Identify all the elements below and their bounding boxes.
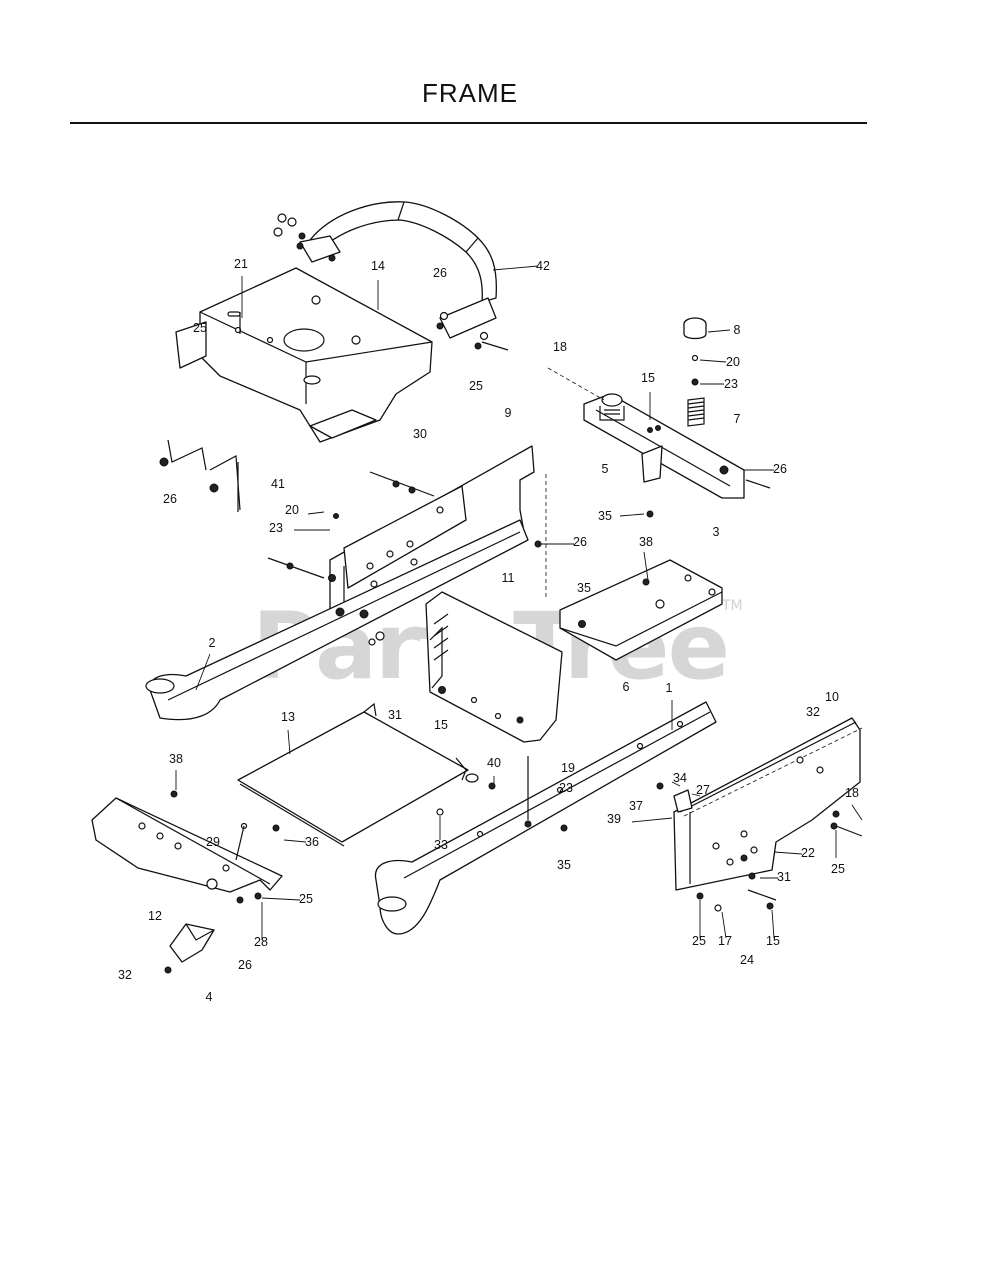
callout-38: 38 [169, 752, 183, 766]
callout-5: 5 [602, 462, 609, 476]
callout-29: 29 [206, 835, 220, 849]
part-seat-plate [175, 267, 433, 443]
callout-13: 13 [281, 710, 295, 724]
callout-8: 8 [734, 323, 741, 337]
callout-26: 26 [573, 535, 587, 549]
part-front-left-bracket [91, 790, 283, 974]
page-title: FRAME [422, 78, 518, 108]
callout-32: 32 [118, 968, 132, 982]
callout-17: 17 [718, 934, 732, 948]
callout-15: 15 [766, 934, 780, 948]
callout-42: 42 [536, 259, 550, 273]
callout-22: 22 [801, 846, 815, 860]
callout-14: 14 [371, 259, 385, 273]
part-link-rods [159, 439, 241, 512]
callout-2: 2 [209, 636, 216, 650]
part-right-side-plate [656, 717, 863, 912]
callout-20: 20 [726, 355, 740, 369]
callout-35: 35 [598, 509, 612, 523]
callout-25: 25 [692, 934, 706, 948]
callout-24: 24 [740, 953, 754, 967]
callout-25: 25 [469, 379, 483, 393]
callout-26: 26 [238, 958, 252, 972]
callout-35: 35 [577, 581, 591, 595]
callout-26: 26 [773, 462, 787, 476]
callout-1: 1 [666, 681, 673, 695]
callout-11: 11 [502, 571, 515, 585]
callout-23: 23 [559, 781, 573, 795]
part-left-frame-rail [145, 519, 529, 721]
callout-36: 36 [305, 835, 319, 849]
callout-19: 19 [561, 761, 575, 775]
callout-23: 23 [269, 521, 283, 535]
callout-9: 9 [505, 406, 512, 420]
callout-20: 20 [285, 503, 299, 517]
part-center-bracket [425, 559, 723, 743]
callout-37: 37 [629, 799, 643, 813]
callout-33: 33 [434, 838, 448, 852]
callout-31: 31 [777, 870, 791, 884]
callout-3: 3 [713, 525, 720, 539]
callout-25: 25 [831, 862, 845, 876]
callout-28: 28 [254, 935, 268, 949]
callout-15: 15 [641, 371, 655, 385]
callout-38: 38 [639, 535, 653, 549]
part-rear-cross-member [547, 317, 771, 518]
callout-leaders [175, 265, 863, 940]
callout-35: 35 [557, 858, 571, 872]
part-handle-bar [273, 201, 509, 351]
callout-39: 39 [607, 812, 621, 826]
part-floor-pan [237, 702, 496, 847]
callout-6: 6 [623, 680, 630, 694]
callout-25: 25 [299, 892, 313, 906]
title-rule [70, 122, 867, 124]
callout-41: 41 [271, 477, 285, 491]
callout-25: 25 [193, 321, 207, 335]
callout-12: 12 [148, 909, 162, 923]
callout-27: 27 [696, 783, 710, 797]
callout-21: 21 [234, 257, 248, 271]
callout-4: 4 [206, 990, 213, 1004]
callout-34: 34 [673, 771, 687, 785]
callout-31: 31 [388, 708, 402, 722]
callout-18: 18 [845, 786, 859, 800]
callout-30: 30 [413, 427, 427, 441]
callout-26: 26 [433, 266, 447, 280]
callout-10: 10 [825, 690, 839, 704]
watermark-tm: TM [721, 598, 743, 614]
callout-26: 26 [163, 492, 177, 506]
callout-40: 40 [487, 756, 501, 770]
callout-23: 23 [724, 377, 738, 391]
callout-18: 18 [553, 340, 567, 354]
part-right-frame-rail [374, 701, 717, 935]
callout-32: 32 [806, 705, 820, 719]
callout-7: 7 [734, 412, 741, 426]
callout-15: 15 [434, 718, 448, 732]
